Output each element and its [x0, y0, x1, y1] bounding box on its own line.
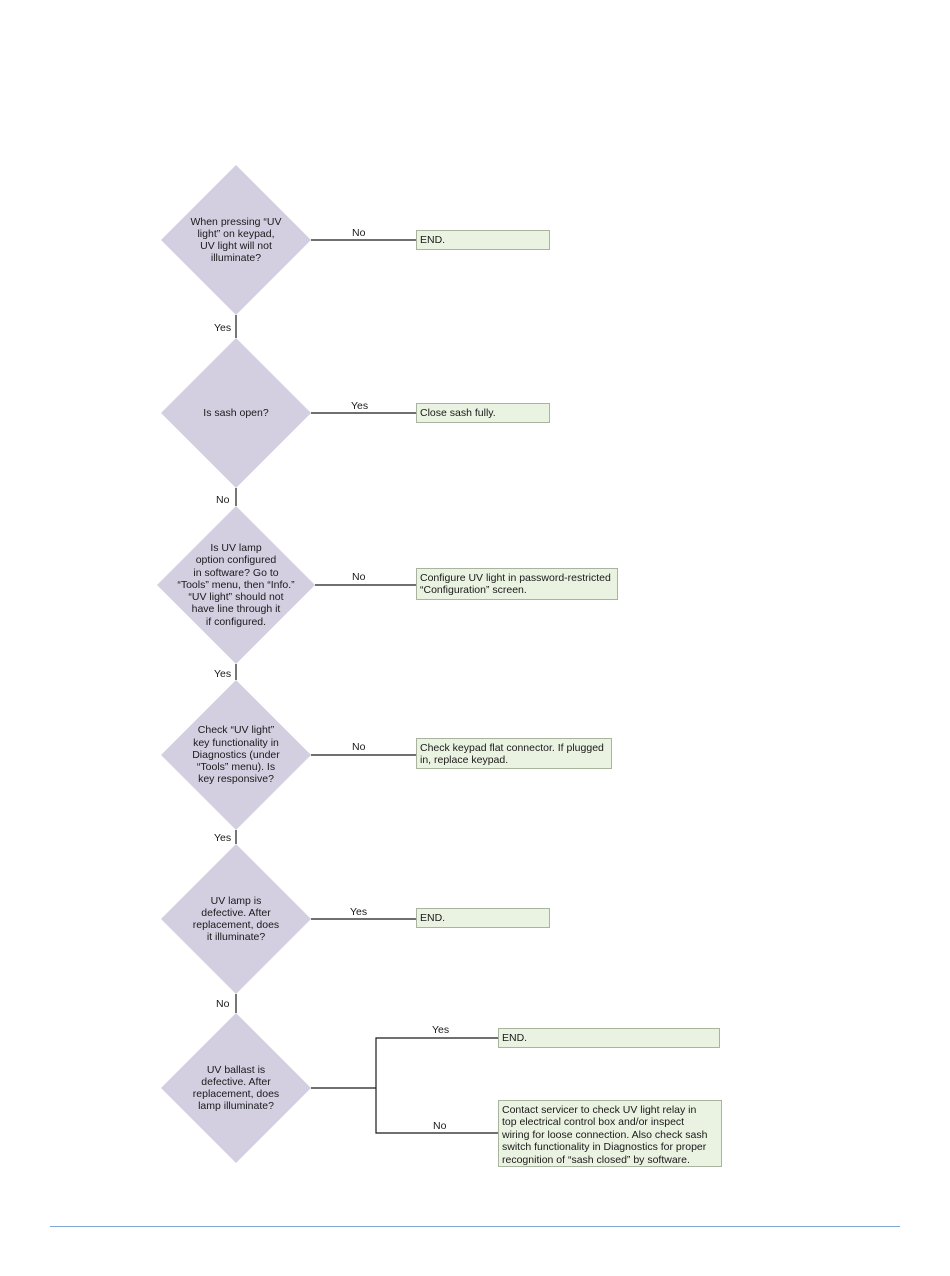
text-line: Close sash fully. [420, 407, 496, 419]
text-line: lamp illuminate? [198, 1100, 274, 1113]
text-line: defective. After [201, 1075, 271, 1088]
text-line: have line through it [191, 603, 281, 616]
decision-diamond-q6 [161, 1013, 311, 1163]
action-box-a3: Configure UV light in password-restricte… [416, 568, 618, 600]
action-box-a6: END. [498, 1028, 720, 1048]
text-line: wiring for loose connection. Also check … [502, 1128, 708, 1141]
connector-q6-a6 [375, 1037, 498, 1088]
edge-label-no: No [216, 494, 230, 506]
text-line: Contact servicer to check UV light relay… [502, 1104, 697, 1116]
text-line: Check keypad flat connector. If plugged [420, 742, 604, 754]
action-box-a5: END. [416, 908, 550, 928]
text-line: light” on keypad, [197, 227, 275, 240]
text-line: When pressing “UV [190, 215, 282, 228]
text-line: in software? Go to [193, 566, 279, 579]
text-line: it illuminate? [206, 931, 266, 944]
decision-diamond-q3 [157, 506, 315, 664]
text-line: END. [502, 1032, 528, 1044]
decision-diamond-q4 [161, 680, 311, 830]
action-box-a7: Contact servicer to check UV light relay… [498, 1100, 722, 1167]
text-line: Is sash open? [203, 406, 269, 419]
edge-label-yes: Yes [214, 322, 232, 334]
text-line: key functionality in [193, 736, 279, 749]
text-line: END. [420, 912, 446, 924]
connector-lines [235, 239, 498, 1134]
text-line: option configured [195, 554, 277, 567]
text-line: top electrical control box and/or inspec… [502, 1116, 685, 1129]
text-line: in, replace keypad. [420, 754, 509, 767]
edge-label-yes: Yes [214, 832, 232, 844]
edge-label-yes: Yes [214, 668, 232, 680]
text-line: replacement, does [192, 1088, 280, 1100]
text-line: “Configuration” screen. [420, 584, 527, 597]
edge-label-no: No [433, 1120, 447, 1132]
edge-label-yes: Yes [351, 400, 369, 412]
text-line: END. [420, 234, 446, 246]
decision-text-q2: Is sash open? [176, 353, 296, 473]
text-line: Check “UV light” [197, 724, 275, 737]
text-line: key responsive? [198, 773, 274, 786]
text-line: “Tools” menu). Is [196, 761, 276, 774]
text-line: UV lamp is [210, 894, 262, 907]
edge-label-yes: Yes [350, 906, 368, 918]
text-line: Is UV lamp [210, 542, 262, 555]
text-line: recognition of “sash closed” by software… [502, 1153, 690, 1166]
edge-label-no: No [352, 227, 366, 239]
text-line: if configured. [205, 615, 267, 628]
text-line: illuminate? [210, 252, 262, 265]
action-box-a2: Close sash fully. [416, 403, 550, 423]
connector-q6-a7 [375, 1088, 498, 1134]
edge-label-yes: Yes [432, 1024, 450, 1036]
text-line: “UV light” should not [188, 591, 284, 604]
text-line: Diagnostics (under [192, 748, 280, 761]
text-line: defective. After [201, 906, 271, 919]
text-line: replacement, does [192, 919, 280, 931]
text-line: switch functionality in Diagnostics for … [502, 1141, 707, 1154]
decision-diamond-q2 [161, 338, 311, 488]
text-line: “Tools” menu, then “Info.” [177, 578, 295, 591]
text-line: UV ballast is [206, 1063, 266, 1076]
edge-label-no: No [216, 998, 230, 1010]
decision-diamond-q5 [161, 844, 311, 994]
text-line: UV light will not [200, 240, 272, 252]
footer-rule [50, 1226, 900, 1227]
action-box-a1: END. [416, 230, 550, 250]
edge-label-no: No [352, 571, 366, 583]
text-line: Configure UV light in password-restricte… [420, 572, 611, 584]
decision-diamond-q1 [161, 165, 311, 315]
edge-label-no: No [352, 741, 366, 753]
